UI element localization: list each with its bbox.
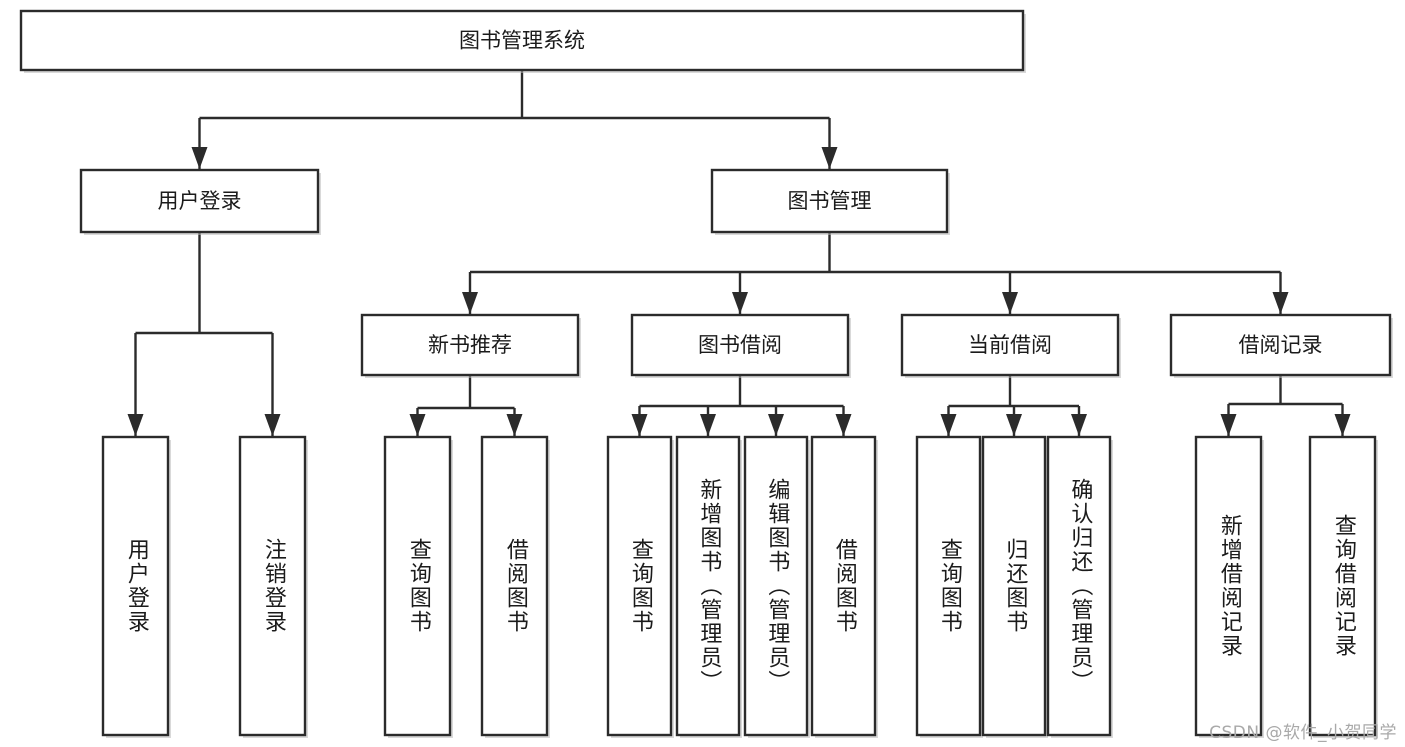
node-label-current-borrow: 当前借阅 bbox=[968, 333, 1052, 357]
user-login-to-leaves-arrow-1 bbox=[264, 414, 281, 436]
node-rect[interactable] bbox=[810, 435, 877, 737]
node-rect[interactable] bbox=[360, 313, 580, 377]
bookmgmt-to-level3-arrow-0 bbox=[462, 292, 478, 314]
borrow-record-to-leaves-arrow-0 bbox=[1220, 414, 1237, 436]
borrow-record-to-leaves-arrow-1 bbox=[1334, 414, 1351, 436]
bookmgmt-to-level3-arrow-3 bbox=[1272, 292, 1289, 314]
node-rect[interactable] bbox=[900, 313, 1120, 377]
node-leaf-query-book-borrow[interactable] bbox=[606, 435, 674, 738]
node-leaf-add-book-admin[interactable] bbox=[675, 435, 742, 738]
node-label-book-management: 图书管理 bbox=[788, 189, 872, 213]
node-borrow-record[interactable] bbox=[1169, 313, 1393, 378]
node-rect[interactable] bbox=[1194, 435, 1263, 737]
node-rect[interactable] bbox=[383, 435, 452, 737]
bookmgmt-to-level3-arrow-2 bbox=[1002, 292, 1018, 314]
new-book-recommend-to-leaves-arrow-0 bbox=[409, 414, 426, 436]
node-label-new-book-recommend: 新书推荐 bbox=[428, 333, 512, 357]
node-current-borrow[interactable] bbox=[900, 313, 1121, 378]
node-rect[interactable] bbox=[630, 313, 850, 377]
watermark-text: CSDN @软件_小贺同学 bbox=[1209, 723, 1397, 743]
node-leaf-user-login[interactable] bbox=[101, 435, 171, 738]
bookmgmt-to-level3-arrow-1 bbox=[732, 292, 748, 314]
book-borrow-to-leaves-arrow-2 bbox=[768, 414, 784, 436]
node-label-root: 图书管理系统 bbox=[459, 29, 585, 53]
node-rect[interactable] bbox=[981, 435, 1047, 737]
node-rect[interactable] bbox=[480, 435, 549, 737]
node-leaf-query-book-current[interactable] bbox=[915, 435, 983, 738]
root-to-level2-arrow-0 bbox=[191, 147, 208, 169]
node-rect[interactable] bbox=[710, 168, 949, 234]
node-leaf-query-borrow-record[interactable] bbox=[1308, 435, 1378, 738]
user-login-to-leaves-arrow-0 bbox=[127, 414, 144, 436]
connectors-layer bbox=[127, 70, 1351, 436]
node-rect[interactable] bbox=[915, 435, 982, 737]
node-root[interactable] bbox=[19, 9, 1026, 73]
book-borrow-to-leaves-arrow-3 bbox=[835, 414, 852, 436]
current-borrow-to-leaves-arrow-1 bbox=[1006, 414, 1022, 436]
node-label-user-login: 用户登录 bbox=[158, 189, 242, 213]
node-rect[interactable] bbox=[19, 9, 1025, 72]
root-to-level2-arrow-1 bbox=[821, 147, 838, 169]
node-rect[interactable] bbox=[79, 168, 320, 234]
node-rect[interactable] bbox=[101, 435, 170, 737]
node-rect[interactable] bbox=[675, 435, 741, 737]
node-rect[interactable] bbox=[1046, 435, 1112, 737]
node-book-borrow[interactable] bbox=[630, 313, 851, 378]
node-rect[interactable] bbox=[238, 435, 307, 737]
new-book-recommend-to-leaves-arrow-1 bbox=[506, 414, 523, 436]
node-leaf-borrow-book[interactable] bbox=[810, 435, 878, 738]
node-leaf-return-book[interactable] bbox=[981, 435, 1048, 738]
book-borrow-to-leaves-arrow-0 bbox=[631, 414, 648, 436]
node-leaf-edit-book-admin[interactable] bbox=[743, 435, 810, 738]
node-rect[interactable] bbox=[1308, 435, 1377, 737]
node-book-management[interactable] bbox=[710, 168, 950, 235]
node-leaf-add-borrow-record[interactable] bbox=[1194, 435, 1264, 738]
current-borrow-to-leaves-arrow-2 bbox=[1071, 414, 1087, 436]
node-leaf-query-book-rec[interactable] bbox=[383, 435, 453, 738]
node-label-borrow-record: 借阅记录 bbox=[1239, 333, 1323, 357]
node-user-login[interactable] bbox=[79, 168, 321, 235]
node-rect[interactable] bbox=[606, 435, 673, 737]
book-borrow-to-leaves-arrow-1 bbox=[700, 414, 716, 436]
boxes-layer bbox=[19, 9, 1393, 738]
node-rect[interactable] bbox=[1169, 313, 1392, 377]
node-rect[interactable] bbox=[743, 435, 809, 737]
node-new-book-recommend[interactable] bbox=[360, 313, 581, 378]
node-leaf-confirm-return-admin[interactable] bbox=[1046, 435, 1113, 738]
node-leaf-logout-login[interactable] bbox=[238, 435, 308, 738]
node-leaf-borrow-book-rec[interactable] bbox=[480, 435, 550, 738]
node-label-book-borrow: 图书借阅 bbox=[698, 333, 782, 357]
current-borrow-to-leaves-arrow-0 bbox=[940, 414, 957, 436]
